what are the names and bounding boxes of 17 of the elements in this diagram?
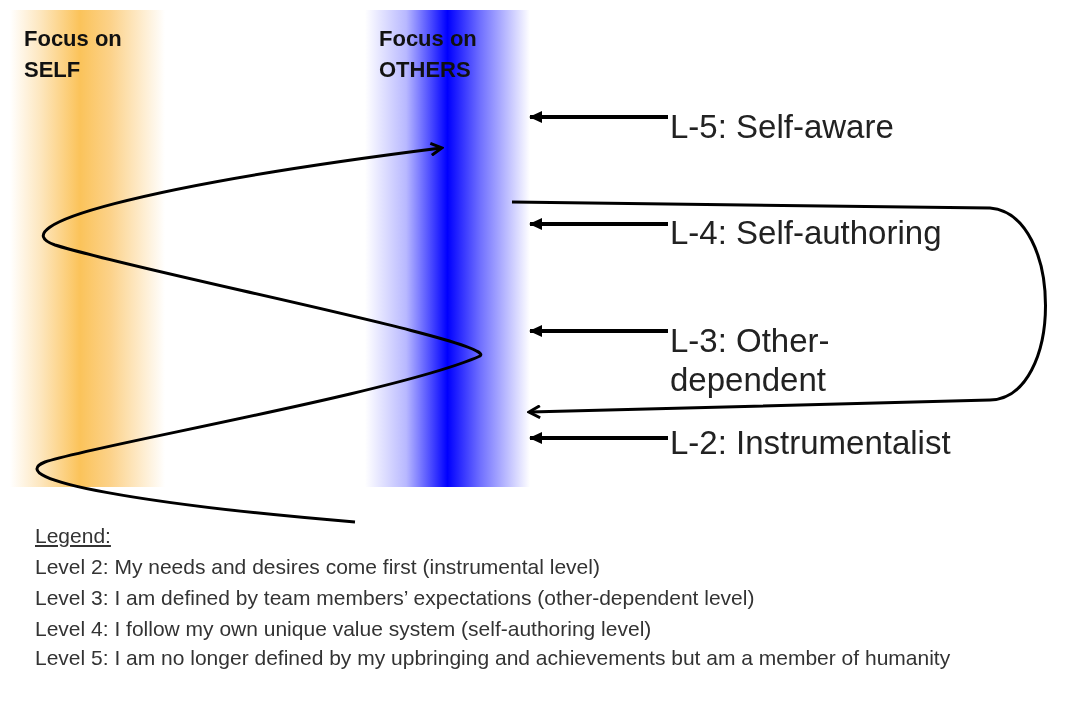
arrow xyxy=(512,200,1047,420)
level-label: L-4: Self-authoring xyxy=(670,214,1000,253)
arrow xyxy=(529,218,668,230)
level-label: L-2: Instrumentalist xyxy=(670,424,1030,463)
level-label: L-3: Other-dependent xyxy=(670,322,870,400)
level-label: L-5: Self-aware xyxy=(670,108,1000,147)
legend-text: Level 2: My needs and desires come first (instrumental level) xyxy=(35,555,600,579)
legend-text: Level 4: I follow my own unique value system (self-authoring level) xyxy=(35,617,652,641)
arrow xyxy=(529,325,668,337)
legend-text: Level 3: I am defined by team members’ expectations (other-dependent level) xyxy=(35,586,755,610)
legend-text: Level 5: I am no longer defined by my upbringing and achievements but am a member of humanity xyxy=(35,645,952,671)
band-heading: Focus on SELF xyxy=(24,25,123,84)
focus-band xyxy=(10,10,165,487)
legend-heading: Legend: xyxy=(35,524,111,548)
arrow xyxy=(529,432,668,444)
focus-band xyxy=(365,10,530,487)
arrow xyxy=(529,111,668,123)
